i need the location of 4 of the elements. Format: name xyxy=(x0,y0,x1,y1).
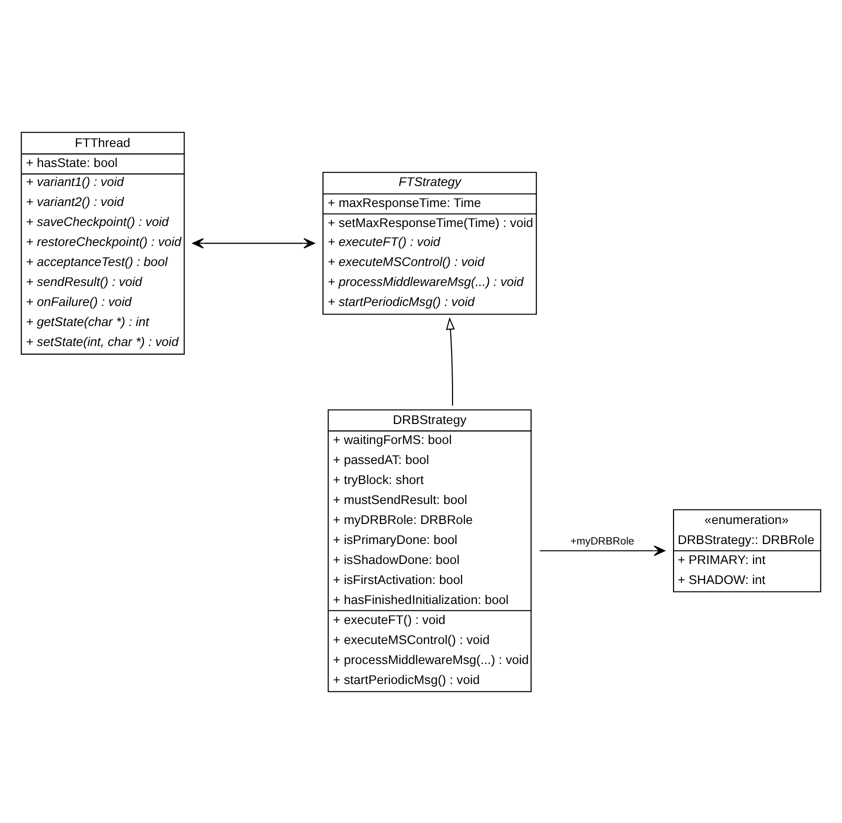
arrow xyxy=(540,545,666,556)
arrow xyxy=(446,316,455,406)
arrow xyxy=(192,238,315,248)
edge-label: +myDRBRole xyxy=(570,534,634,547)
